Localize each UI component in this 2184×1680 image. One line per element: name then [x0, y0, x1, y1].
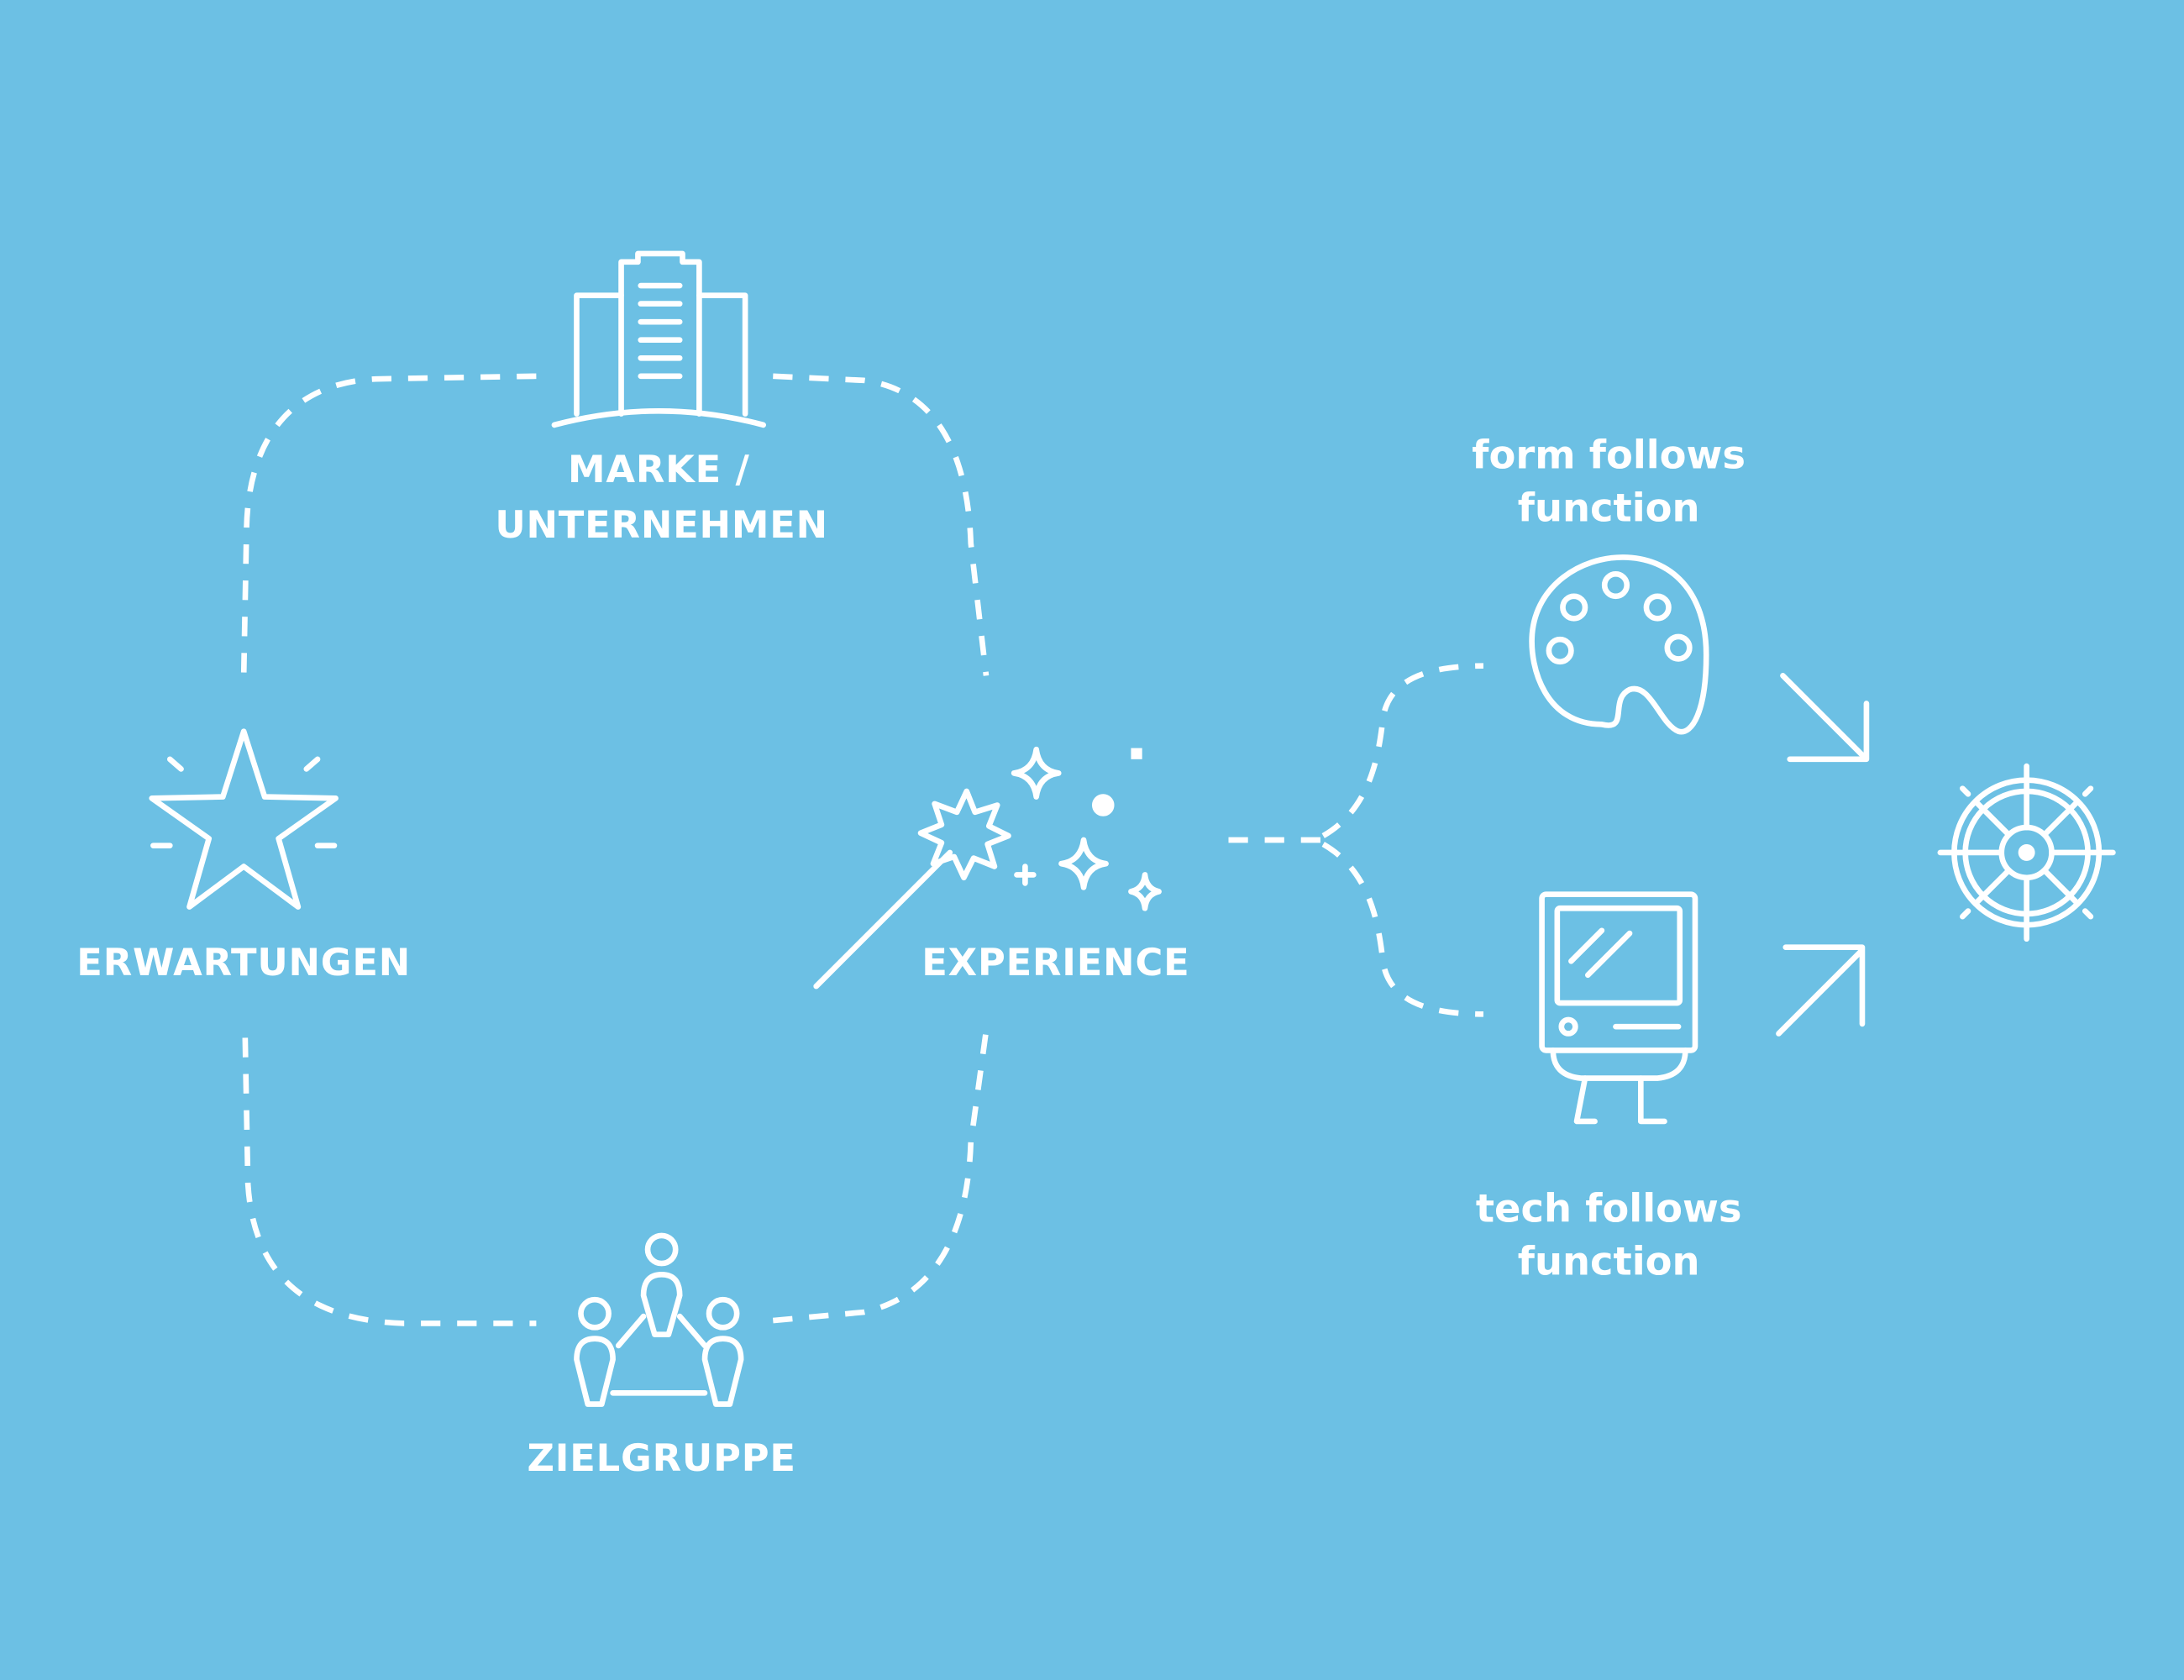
arrow-down-right-icon — [1780, 673, 1870, 763]
connector-expectations-audience — [242, 1037, 537, 1326]
tech-label-line1: tech follows — [1476, 1185, 1742, 1231]
connector-fork-form — [1321, 663, 1483, 838]
connector-fork-tech — [1321, 842, 1483, 1017]
arrow-up-right-icon — [1776, 944, 1866, 1037]
experience-label: EXPERIENCE — [921, 940, 1189, 984]
tech-label-line2: function — [1518, 1238, 1700, 1284]
audience-label: ZIELGRUPPE — [527, 1436, 795, 1480]
connector-brand-expectations — [240, 373, 537, 676]
brand-label-line1: MARKE / — [568, 447, 750, 491]
building-icon — [551, 250, 766, 428]
connector-brand-experience — [773, 373, 990, 676]
form-label-line2: function — [1518, 485, 1700, 530]
form-label-line1: form follows — [1472, 432, 1746, 477]
star-icon — [149, 728, 339, 910]
group-icon — [574, 1232, 744, 1407]
connector-audience-experience — [772, 1030, 990, 1324]
expectations-label: ERWARTUNGEN — [76, 940, 411, 984]
brand-label-line2: UNTERNEHMEN — [495, 502, 828, 547]
ship-wheel-icon — [1937, 763, 2116, 942]
magic-wand-icon — [813, 746, 1162, 990]
palette-icon — [1529, 554, 1709, 735]
computer-icon — [1539, 891, 1698, 1125]
connectors — [240, 373, 1483, 1326]
